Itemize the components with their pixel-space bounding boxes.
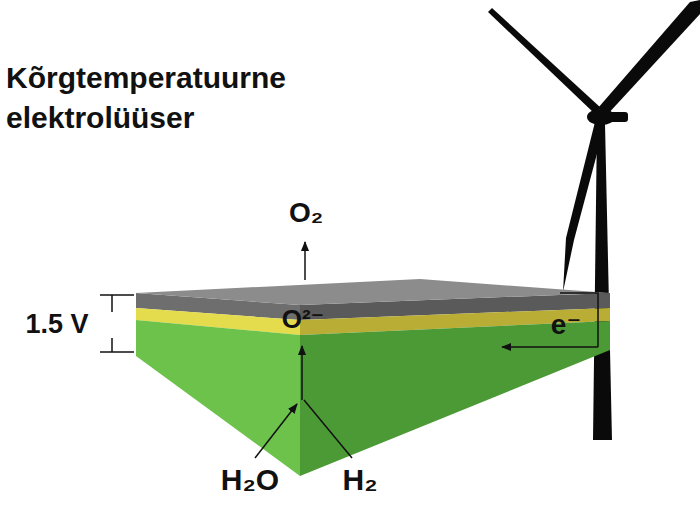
species-label: O²⁻ (282, 304, 325, 335)
title: Kõrgtemperatuurne elektrolüüser (6, 58, 366, 138)
voltage-label: 1.5 V (25, 308, 88, 340)
electrolyser-cell (136, 279, 610, 476)
species-label: H₂ (343, 462, 378, 498)
species-arrows (255, 242, 352, 458)
species-label: O₂ (289, 196, 323, 230)
electron-label: e⁻ (551, 308, 581, 342)
electron-wire (502, 293, 598, 347)
voltage-bracket (100, 295, 134, 352)
species-label: H₂O (221, 462, 279, 498)
